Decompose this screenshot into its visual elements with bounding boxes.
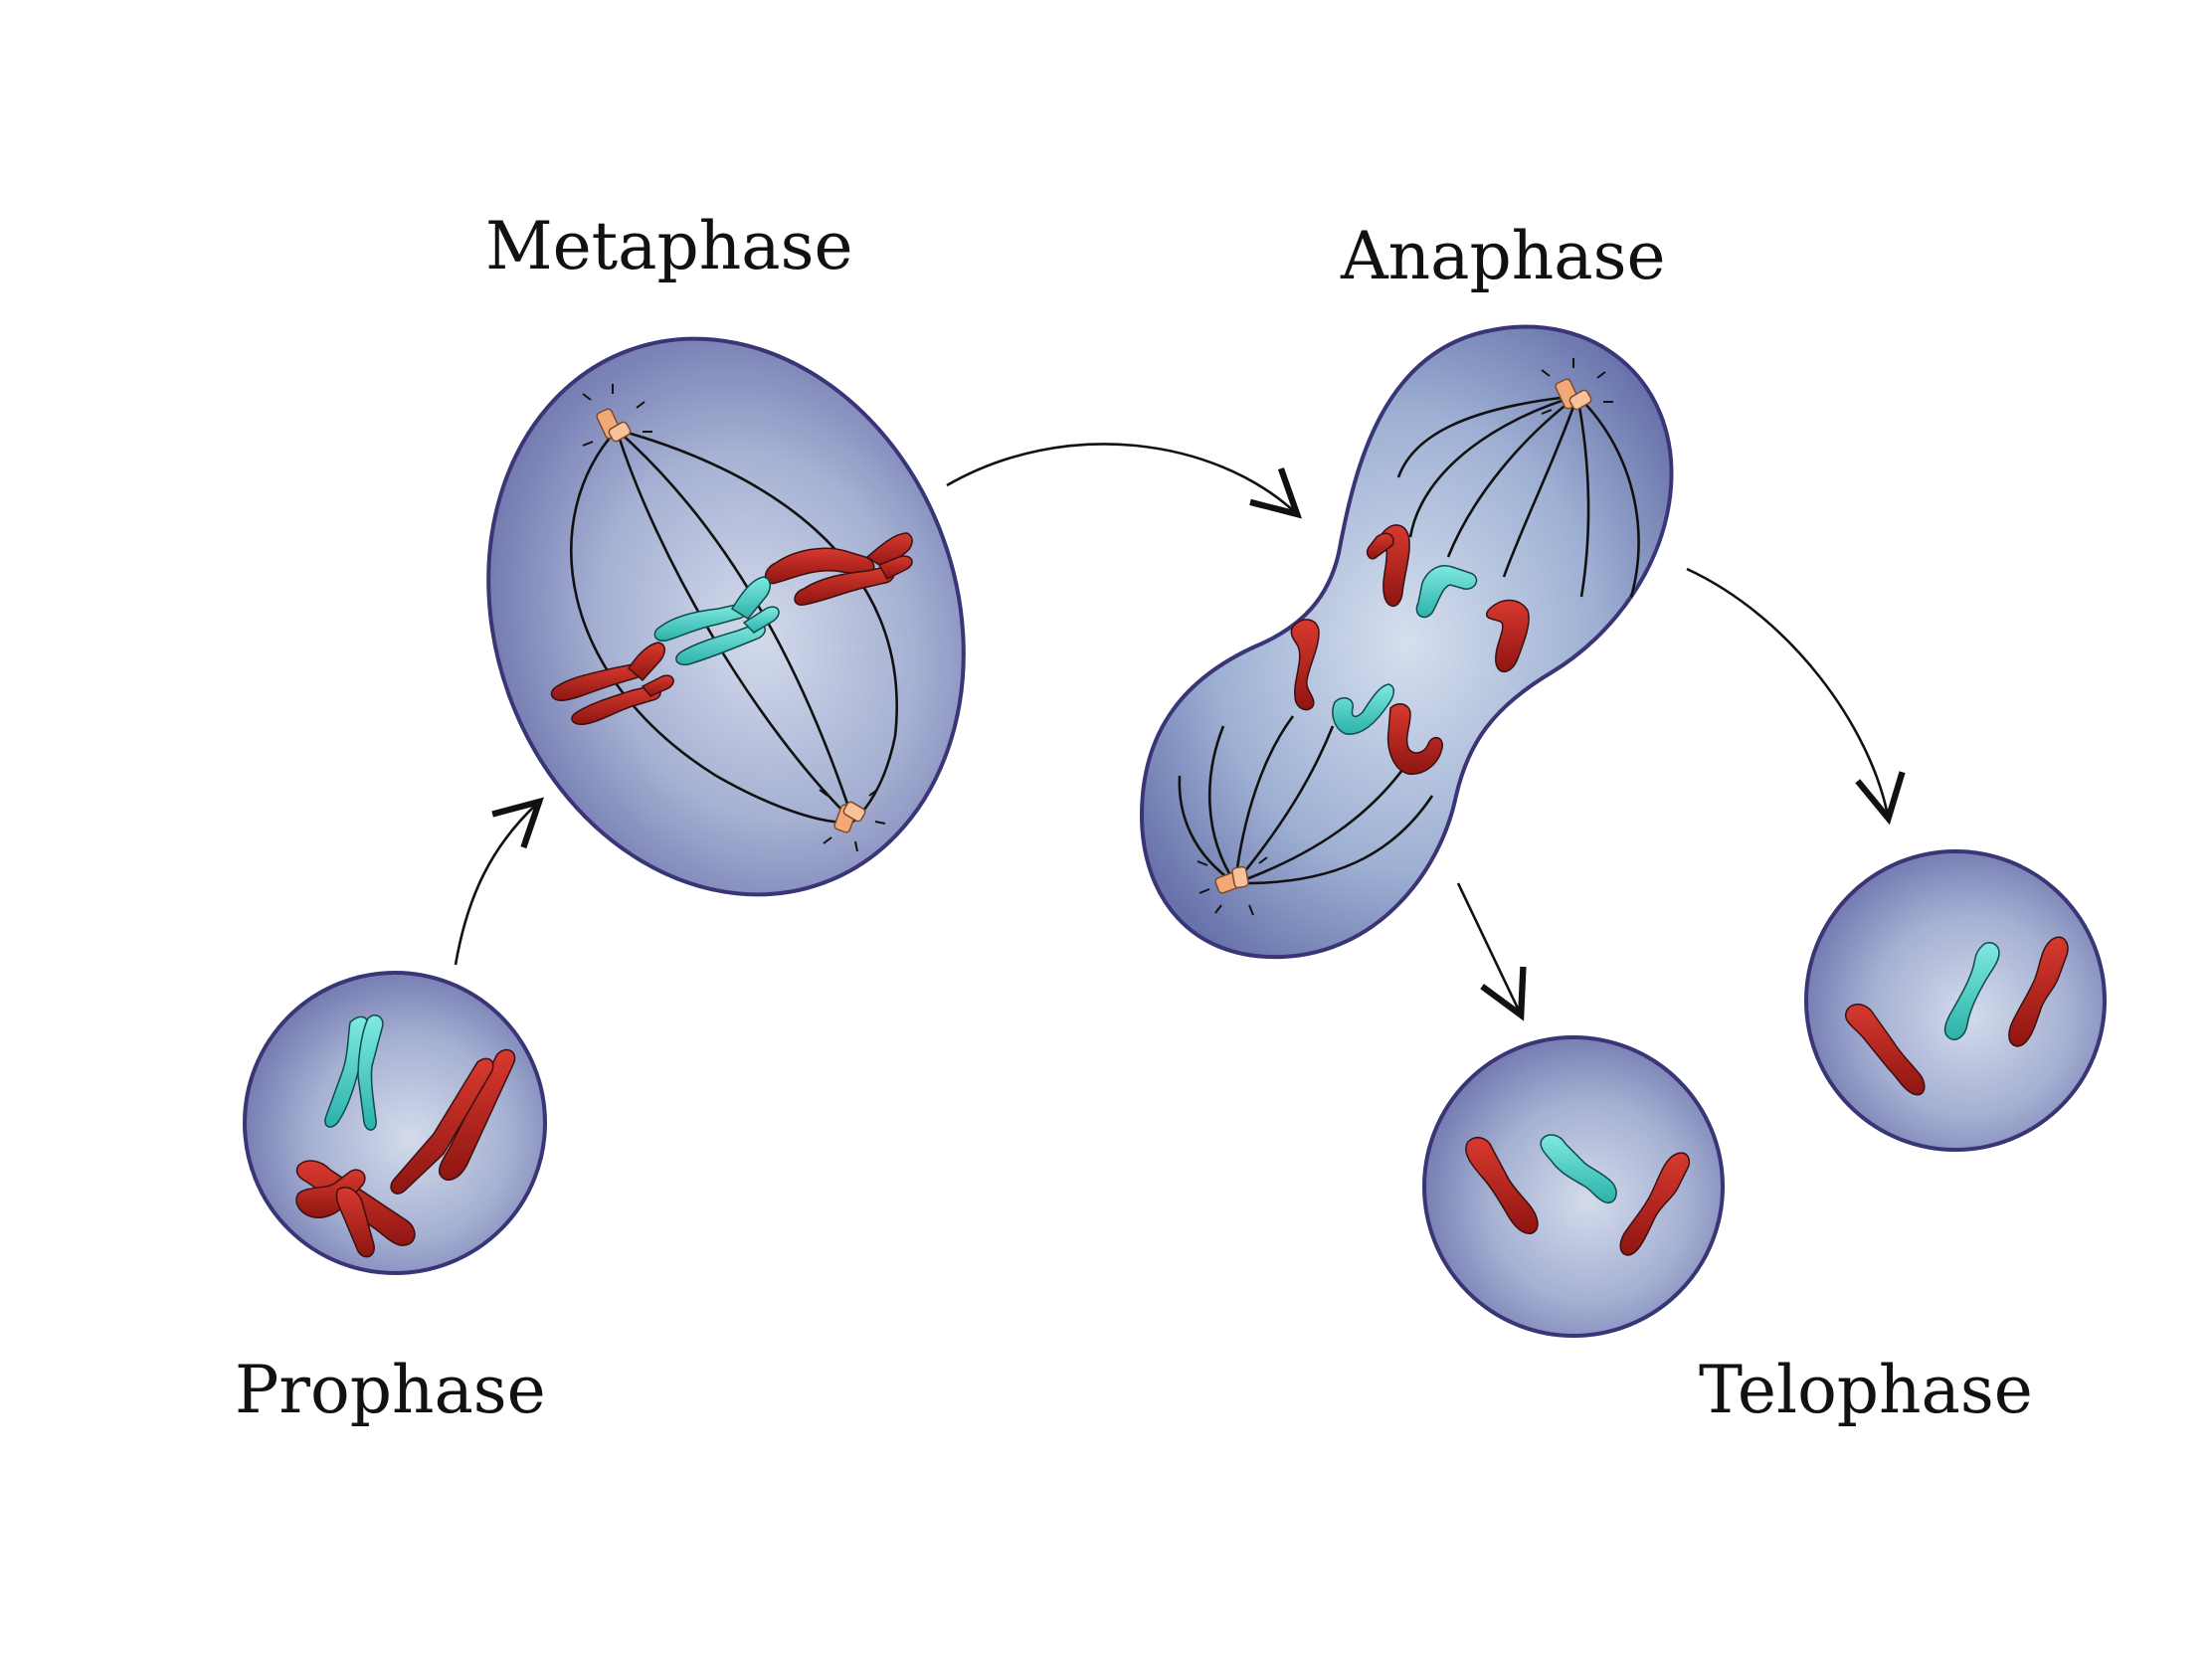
- prophase-cell: [243, 971, 547, 1275]
- telophase-right-chromosome-red-1: [1844, 1004, 1926, 1096]
- prophase-chromosome-red-left: [295, 1160, 416, 1258]
- arrow-metaphase-to-anaphase: [946, 443, 1303, 519]
- telophase-right-chromosome-cyan: [1943, 942, 2000, 1040]
- arrow-anaphase-to-telophase-right: [1686, 567, 1906, 826]
- telophase-cell-right: [1804, 849, 2107, 1152]
- metaphase-label: Metaphase: [485, 208, 853, 284]
- anaphase-chromosome-red-4: [1386, 703, 1443, 775]
- telophase-left-chromosome-red-2: [1619, 1152, 1691, 1256]
- arrow-prophase-to-metaphase: [454, 797, 544, 966]
- anaphase-chromosome-cyan-2: [1332, 683, 1394, 735]
- arrow-anaphase-to-telophase-left: [1456, 882, 1527, 1021]
- anaphase-label: Anaphase: [1340, 218, 1666, 294]
- anaphase-chromosome-red-3: [1290, 619, 1320, 711]
- telophase-cell-left-membrane: [1422, 1035, 1725, 1338]
- anaphase-chromosome-red-1b: [1366, 532, 1394, 560]
- metaphase-chromosome-red-2: [550, 642, 674, 726]
- anaphase-cell: [1139, 324, 1674, 960]
- anaphase-centrosome-bottom: [1197, 856, 1268, 916]
- telophase-cell-left: [1422, 1035, 1725, 1338]
- anaphase-centrosome-top: [1541, 358, 1613, 415]
- telophase-label: Telophase: [1699, 1352, 2033, 1428]
- metaphase-chromosome-red-1: [764, 532, 913, 606]
- telophase-left-chromosome-red-1: [1465, 1137, 1539, 1234]
- anaphase-spindle-fibers-bottom: [1178, 715, 1434, 885]
- telophase-left-chromosome-cyan: [1540, 1134, 1617, 1204]
- anaphase-chromosome-cyan-1: [1415, 565, 1478, 619]
- prophase-chromosome-cyan: [324, 1014, 384, 1131]
- metaphase-chromosome-cyan: [653, 576, 780, 666]
- anaphase-spindle-fibers-top: [1396, 394, 1640, 598]
- metaphase-cell: [486, 336, 966, 897]
- prophase-chromosome-red-right: [390, 1048, 516, 1195]
- metaphase-centrosome-bottom: [819, 789, 886, 852]
- anaphase-chromosome-red-2: [1485, 599, 1530, 672]
- prophase-label: Prophase: [235, 1352, 546, 1428]
- telophase-right-chromosome-red-2: [2008, 936, 2069, 1047]
- metaphase-centrosome-top: [582, 384, 652, 447]
- anaphase-cell-membrane: [1139, 324, 1674, 960]
- telophase-cell-right-membrane: [1804, 849, 2107, 1152]
